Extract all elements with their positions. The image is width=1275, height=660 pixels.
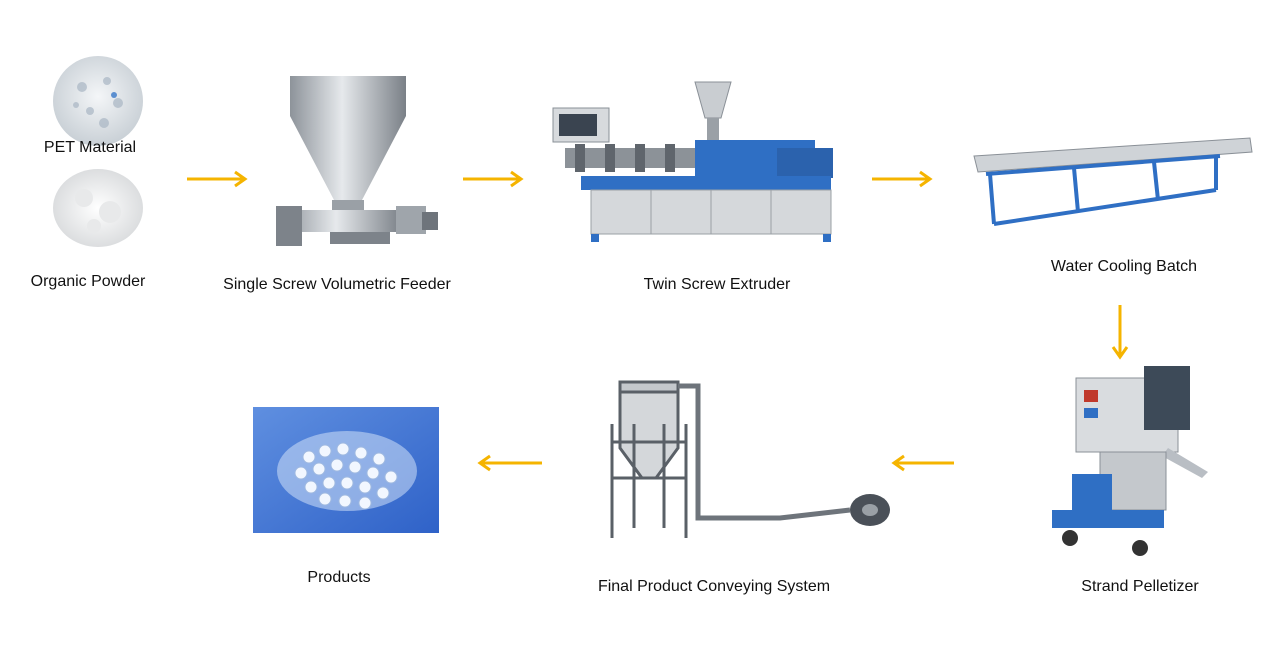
water-cooling-label: Water Cooling Batch — [1050, 258, 1198, 275]
arrow-right-icon — [187, 170, 251, 188]
arrow-right-icon — [463, 170, 527, 188]
arrow-right-icon — [872, 170, 936, 188]
products-label: Products — [307, 569, 371, 586]
arrow-down-icon — [1110, 305, 1130, 363]
extruder-image — [545, 78, 845, 243]
products-image — [253, 407, 439, 533]
conveying-system-image — [600, 378, 892, 540]
organic-powder-label: Organic Powder — [30, 273, 146, 290]
water-cooling-image — [970, 134, 1270, 234]
pet-material-label: PET Material — [43, 139, 137, 156]
arrow-left-icon — [474, 454, 542, 472]
extruder-label: Twin Screw Extruder — [643, 276, 791, 293]
arrow-left-icon — [888, 454, 954, 472]
pet-material-image — [52, 55, 144, 147]
pelletizer-label: Strand Pelletizer — [1081, 578, 1199, 595]
conveying-system-label: Final Product Conveying System — [597, 578, 831, 595]
feeder-image — [272, 72, 442, 252]
feeder-label: Single Screw Volumetric Feeder — [223, 276, 451, 293]
organic-powder-image — [52, 168, 144, 248]
pelletizer-image — [1048, 362, 1210, 558]
